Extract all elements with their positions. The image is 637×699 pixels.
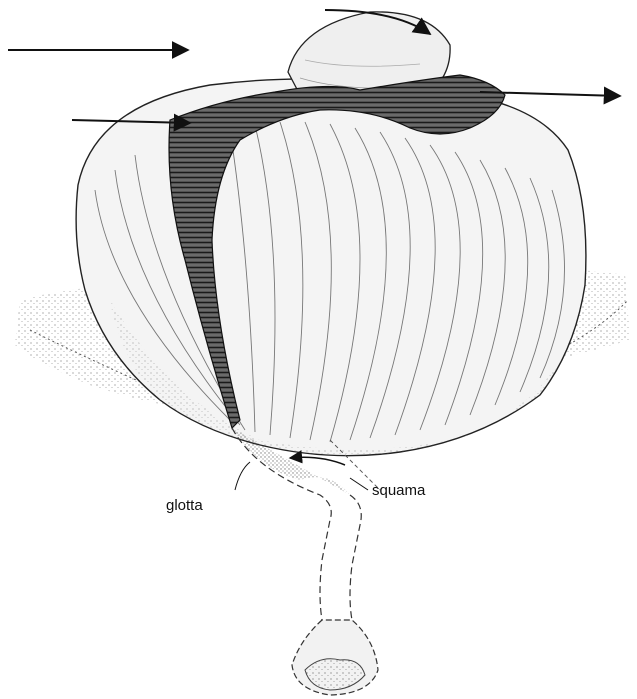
holdfast-anchor — [292, 620, 378, 695]
squama-label: squama — [372, 482, 426, 499]
arrow-inner-squama — [290, 457, 345, 465]
squama-leader — [350, 478, 368, 490]
glotta-label: glotta — [166, 497, 203, 514]
glotta-leader — [235, 462, 250, 490]
